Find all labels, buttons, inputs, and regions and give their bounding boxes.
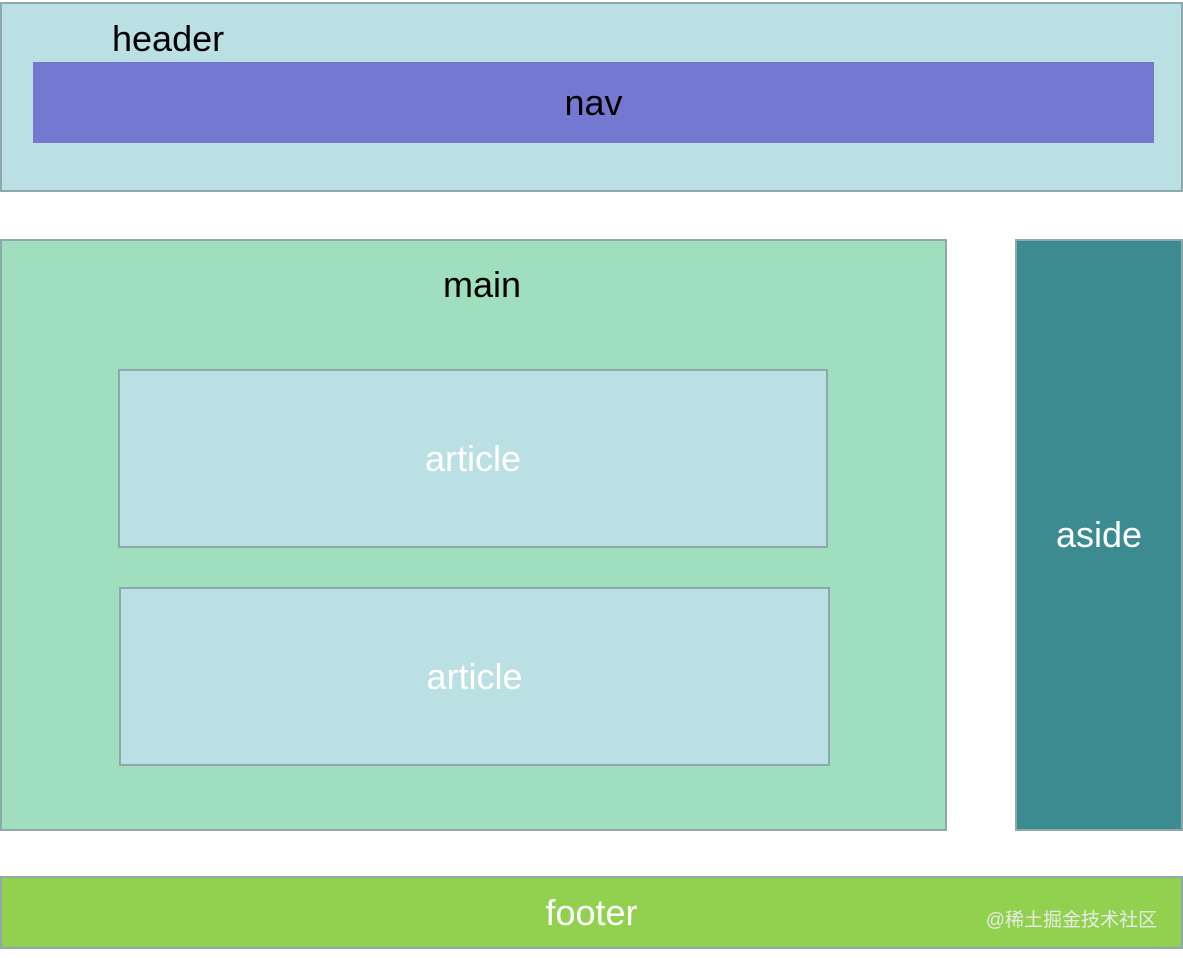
nav-box: nav [33, 62, 1154, 143]
article-label-1: article [424, 437, 522, 479]
aside-label: aside [1055, 514, 1143, 555]
watermark-text: @稀土掘金技术社区 [985, 910, 1157, 931]
footer-label: footer [545, 891, 638, 933]
header-box: header nav [0, 2, 1183, 192]
article-box-2: article [119, 587, 830, 766]
article-label-2: article [426, 655, 523, 697]
nav-label: nav [564, 81, 623, 123]
header-label: header [112, 18, 225, 59]
article-box-1: article [118, 369, 828, 548]
footer-box: footer [0, 876, 1183, 949]
aside-box: aside [1015, 239, 1183, 831]
main-label: main [443, 264, 522, 305]
